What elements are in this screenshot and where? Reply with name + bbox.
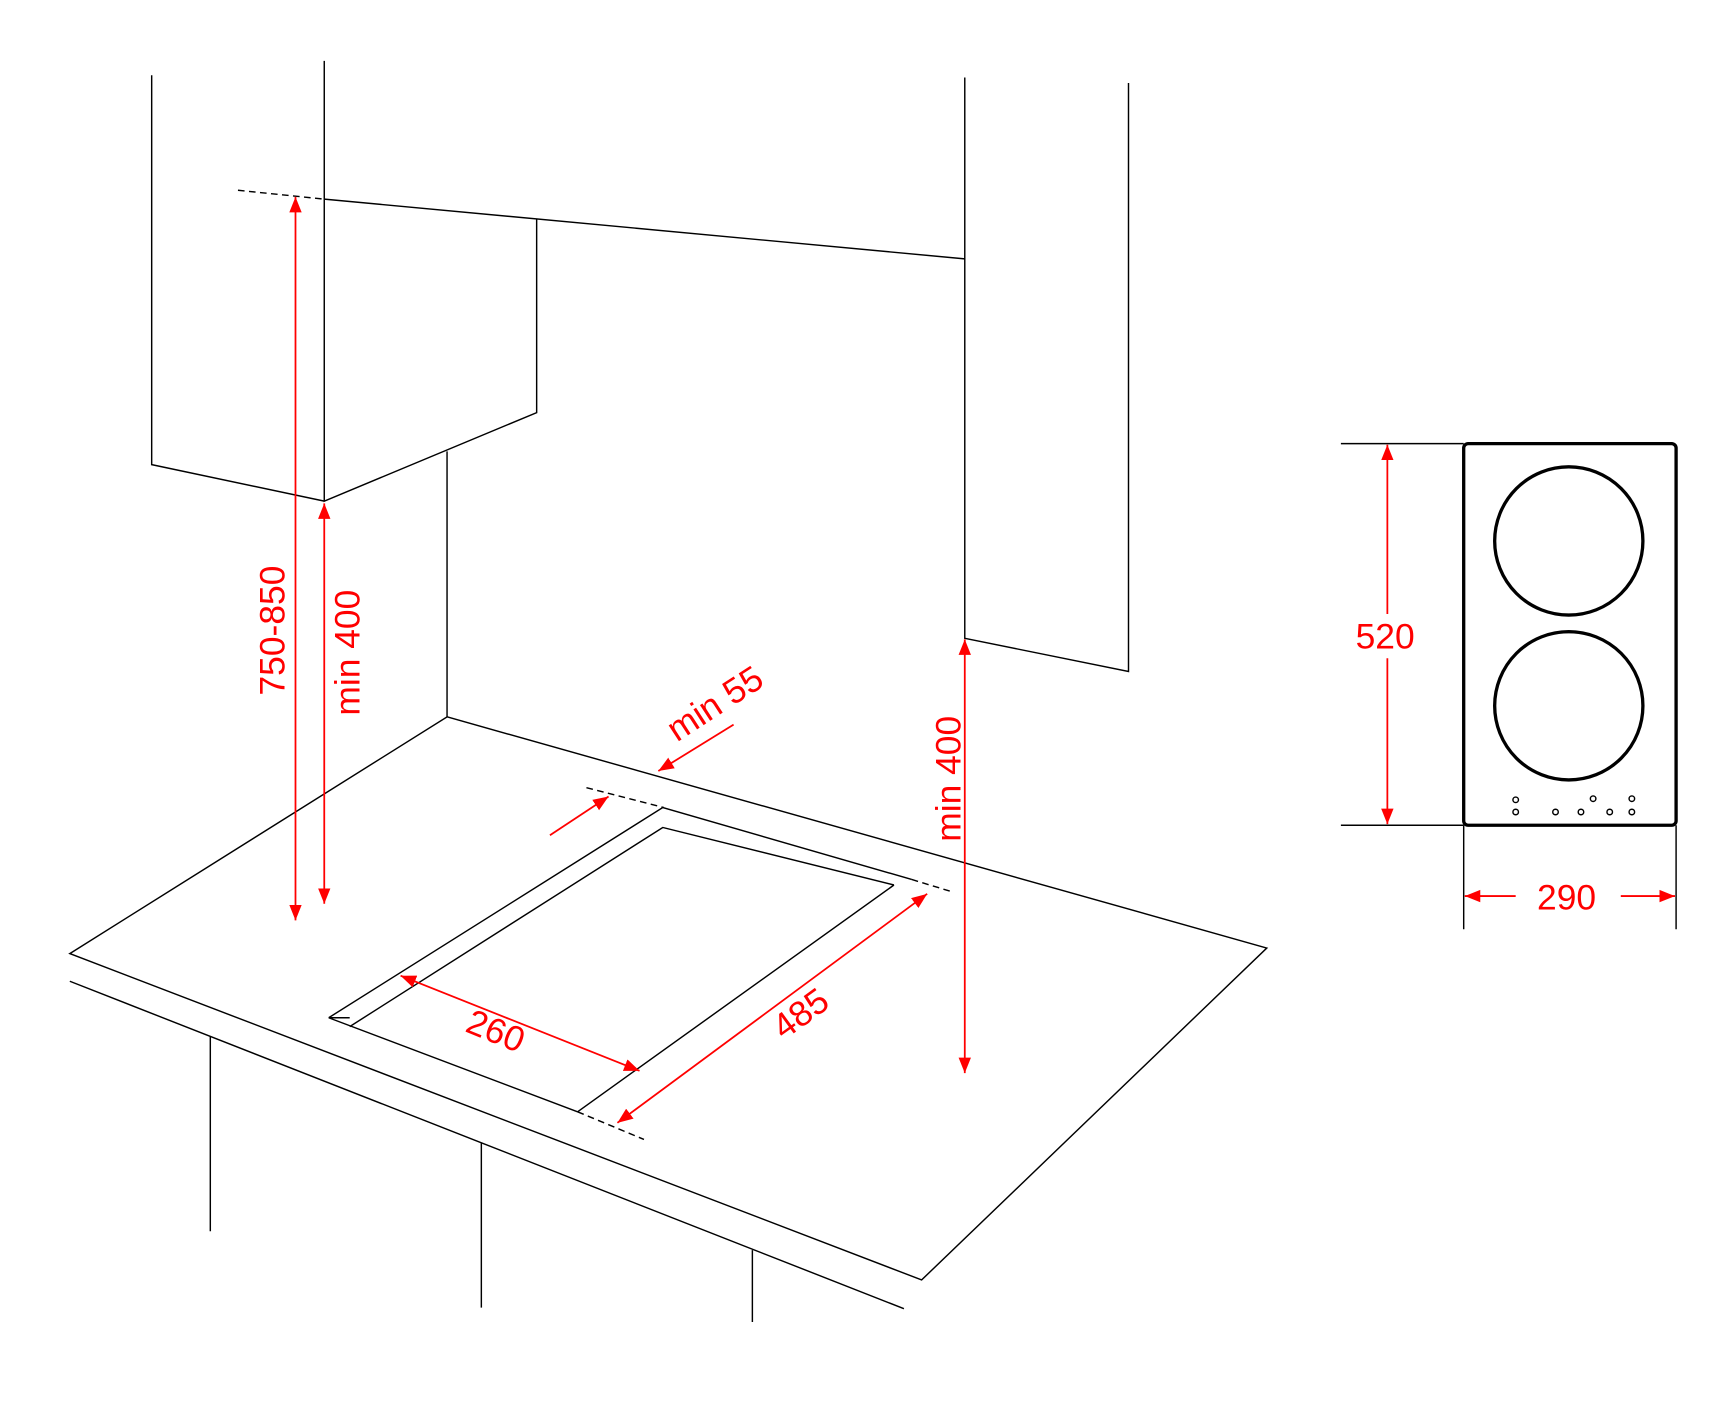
label-hob-depth: 520 — [1356, 616, 1415, 656]
cooking-zone-bottom — [1493, 630, 1645, 782]
arrow-wall-distance-a — [657, 723, 735, 772]
hood-dashed-line — [237, 189, 325, 200]
cutout — [328, 806, 912, 1113]
label-hood-height: 750-850 — [252, 566, 292, 696]
label-clearance-left: min 400 — [328, 590, 368, 716]
cutout-dashed-lines — [577, 786, 952, 1141]
arrow-cutout-width — [400, 974, 640, 1072]
cabinet-legs — [209, 1036, 754, 1322]
arrow-cutout-depth — [616, 893, 928, 1124]
label-cutout-width: 260 — [461, 1001, 531, 1060]
label-cutout-depth: 485 — [765, 980, 836, 1047]
wall-cabinet-left — [150, 60, 538, 503]
label-hob-width: 290 — [1537, 877, 1596, 917]
dimension-arrows — [289, 196, 971, 1124]
control-buttons — [1512, 795, 1636, 816]
hob-outline — [1462, 441, 1678, 827]
countertop — [68, 716, 1269, 1310]
hood-line — [324, 198, 965, 260]
arrow-wall-distance-b — [549, 795, 610, 836]
label-clearance-right: min 400 — [928, 716, 968, 842]
hob-top-view: 520 290 — [1340, 441, 1678, 930]
kitchen-structure — [68, 60, 1269, 1322]
wall-cabinet-right — [964, 77, 1130, 673]
cooking-zone-top — [1493, 465, 1645, 617]
